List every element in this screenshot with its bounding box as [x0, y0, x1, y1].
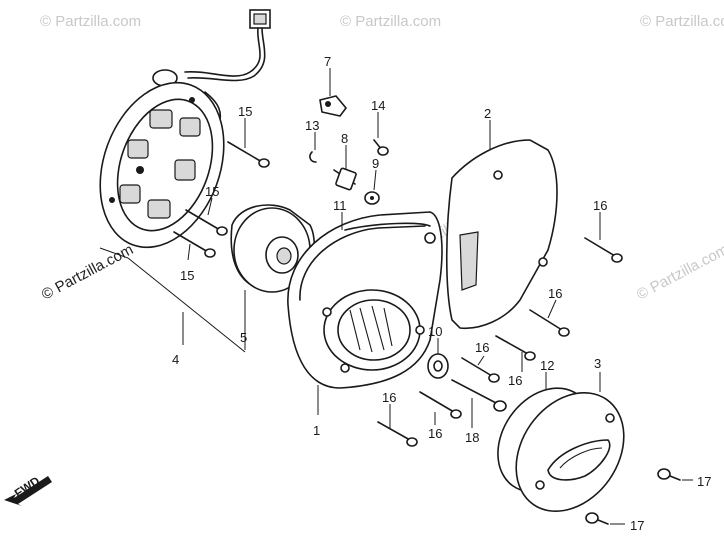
callout-16-upper: 16	[548, 286, 562, 301]
stator-coil	[149, 109, 173, 129]
callout-17-bottom: 17	[630, 518, 644, 533]
callout-3: 3	[594, 356, 601, 371]
callout-17-right: 17	[697, 474, 711, 489]
callout-10: 10	[428, 324, 442, 339]
bolt-15-group	[173, 118, 270, 261]
clip-13	[309, 151, 317, 163]
callout-18: 18	[465, 430, 479, 445]
callout-16-left: 16	[382, 390, 396, 405]
callout-16-right: 16	[593, 198, 607, 213]
callout-15-top: 15	[238, 104, 252, 119]
callout-12: 12	[540, 358, 554, 373]
watermark-right: © Partzilla.com	[634, 241, 724, 303]
gasket-11	[344, 222, 431, 231]
stator-assembly	[99, 9, 271, 353]
rotor	[230, 204, 316, 350]
bolt-16-group	[377, 212, 623, 447]
callout-15-bottom: 15	[180, 268, 194, 283]
callout-8: 8	[341, 131, 348, 146]
forward-direction-arrow: FWD	[4, 473, 52, 506]
watermark-top-center: © Partzilla.com	[340, 13, 441, 30]
crankcase-cover	[287, 211, 443, 415]
copyright-notice: © Partzilla.com	[39, 241, 136, 303]
callout-5: 5	[240, 330, 247, 345]
callout-16-center: 16	[475, 340, 489, 355]
callout-16-lower-right: 16	[508, 373, 522, 388]
callout-2: 2	[484, 106, 491, 121]
arrow-icon	[4, 476, 52, 506]
bolt-18	[451, 379, 507, 428]
callout-11: 11	[333, 198, 347, 213]
callout-9: 9	[372, 156, 379, 171]
watermark-top-left: © Partzilla.com	[40, 13, 141, 30]
bracket-7	[319, 68, 348, 117]
callout-16-bottom: 16	[428, 426, 442, 441]
outer-cover	[445, 120, 558, 330]
watermark-top-right: © Partzilla.com	[640, 13, 724, 30]
callout-4: 4	[172, 352, 179, 367]
screw-17-group	[585, 468, 693, 525]
callout-15-middle: 15	[205, 184, 219, 199]
callout-14: 14	[371, 98, 385, 113]
callout-1: 1	[313, 423, 320, 438]
stator-wire	[184, 27, 261, 77]
bolt-8	[333, 145, 357, 191]
callout-13: 13	[305, 118, 319, 133]
cover-3	[515, 372, 625, 513]
callout-7: 7	[324, 54, 331, 69]
